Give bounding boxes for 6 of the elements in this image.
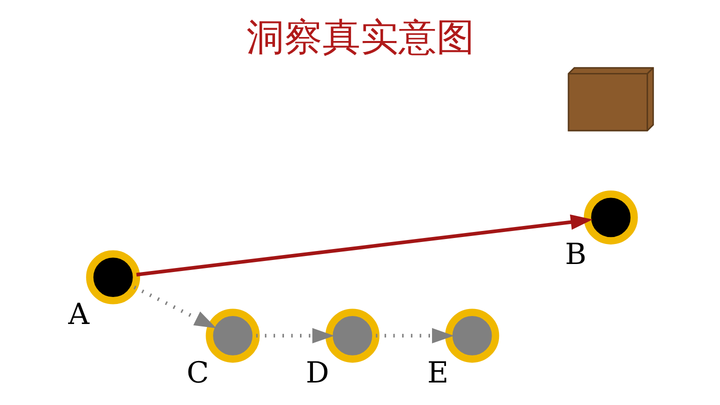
node-label: A — [68, 297, 89, 332]
node-label: C — [186, 355, 208, 390]
diagram-title: 洞察真实意图 — [246, 15, 474, 60]
node-label: E — [426, 355, 448, 390]
node-label: D — [305, 355, 329, 390]
node-label: B — [564, 237, 586, 272]
